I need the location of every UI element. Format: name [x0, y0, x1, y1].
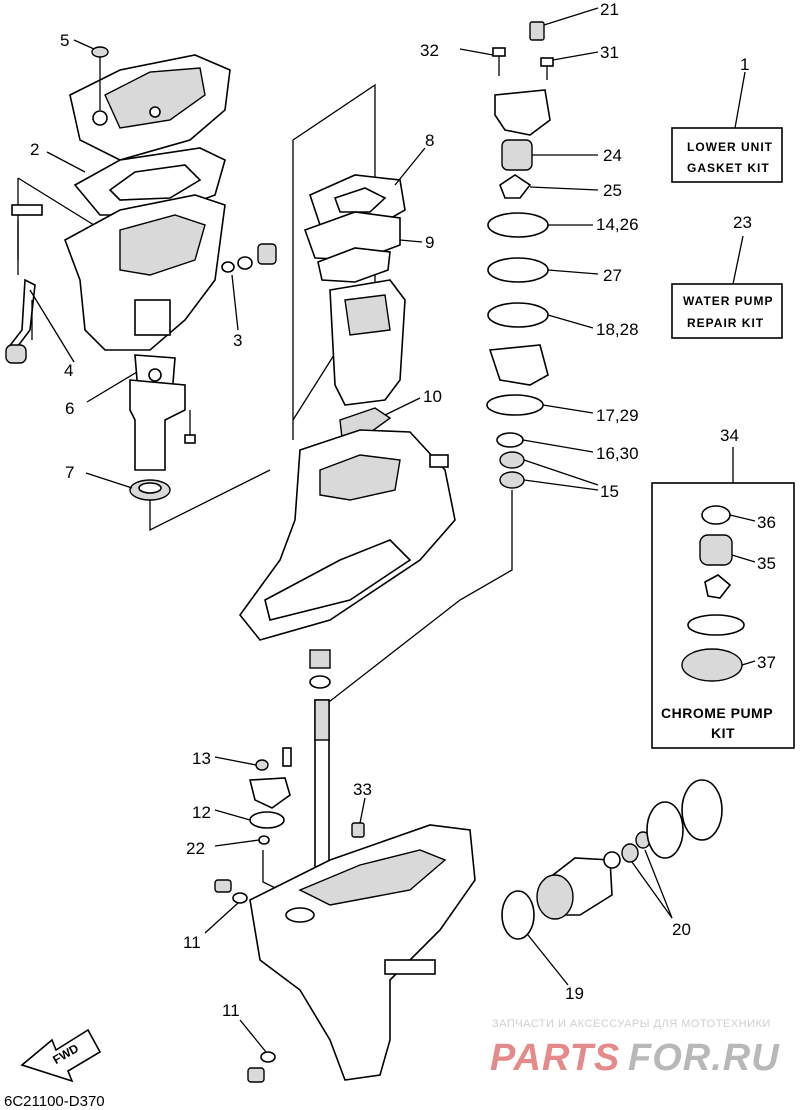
callout-20: 20	[672, 920, 691, 939]
callout-11-lower: 11	[222, 1001, 240, 1020]
lower-unit-kit-line1: LOWER UNIT	[687, 140, 773, 154]
chrome-pump-kit-line2: KIT	[711, 725, 735, 741]
callout-21: 21	[600, 0, 619, 19]
driveshaft-spline	[309, 649, 331, 689]
part-4-linkage	[5, 204, 43, 364]
part-9-gasket	[303, 211, 401, 283]
part-19-oring	[501, 890, 569, 986]
pump-housing	[494, 89, 551, 136]
callout-11-upper: 11	[183, 933, 201, 952]
midsection-housing	[238, 429, 456, 641]
part-5-nut	[91, 46, 109, 110]
callout-numbers: 1 2 3 4 5 6 7 8 9 10 11 11 12 13 14,26 1…	[30, 0, 776, 1020]
callout-27: 27	[603, 266, 622, 285]
lower-unit-gasket-kit-box	[671, 71, 783, 183]
callout-34: 34	[720, 426, 739, 445]
callout-22: 22	[186, 839, 205, 858]
callout-33: 33	[353, 780, 372, 799]
callout-9: 9	[425, 233, 434, 252]
callout-8: 8	[425, 131, 434, 150]
chrome-pump-kit-box	[651, 447, 795, 749]
callout-2: 2	[30, 140, 39, 159]
callout-6: 6	[65, 399, 74, 418]
part-27-plate	[487, 257, 549, 283]
watermark-brand-for: FOR.RU	[628, 1037, 780, 1079]
callout-10: 10	[423, 387, 442, 406]
callout-35: 35	[757, 554, 776, 573]
watermark: ЗАПЧАСТИ И АКСЕССУАРЫ ДЛЯ МОТОТЕХНИКИ PA…	[490, 1018, 780, 1079]
callout-24: 24	[603, 146, 622, 165]
part-22-oring	[214, 835, 270, 847]
pump-leaders	[459, 7, 599, 491]
exhaust-housing	[329, 279, 406, 406]
part-35-insert	[699, 534, 733, 566]
chrome-pump-kit-line1: CHROME PUMP	[661, 705, 773, 721]
part-31-bolt	[540, 57, 554, 67]
callout-4: 4	[64, 361, 73, 380]
part-17-gasket	[486, 394, 544, 416]
callout-17-29: 17,29	[596, 406, 639, 425]
part-7-seal	[129, 479, 171, 501]
callout-15: 15	[600, 482, 619, 501]
lower-gearcase	[249, 824, 476, 1081]
callout-25: 25	[603, 181, 622, 200]
callout-14-26: 14,26	[596, 215, 639, 234]
part-16-oring	[496, 432, 524, 448]
chrome-impeller	[704, 574, 732, 599]
part-15-seal-a	[499, 451, 525, 469]
fwd-arrow-icon	[20, 1028, 102, 1083]
propshaft-housing	[536, 779, 723, 920]
part-11-drain-plug-a	[204, 879, 248, 934]
water-pump-kit-line1: WATER PUMP	[683, 294, 773, 308]
lower-unit-kit-line2: GASKET KIT	[687, 161, 770, 175]
misc-leaders	[29, 39, 426, 489]
callout-1: 1	[740, 55, 749, 74]
callout-5: 5	[60, 31, 69, 50]
callout-12: 12	[192, 803, 211, 822]
water-pump-kit-line2: REPAIR KIT	[687, 316, 764, 330]
upper-mount-plate	[69, 54, 231, 161]
callout-23: 23	[733, 213, 752, 232]
part-3-bushing	[221, 243, 277, 273]
part-24-insert	[501, 139, 533, 171]
part-18-gasket	[487, 302, 549, 328]
callout-31: 31	[600, 43, 619, 62]
watermark-tagline: ЗАПЧАСТИ И АКСЕССУАРЫ ДЛЯ МОТОТЕХНИКИ	[492, 1018, 771, 1030]
part-33-pin	[351, 797, 366, 838]
chrome-gasket	[687, 614, 745, 636]
callout-37: 37	[757, 653, 776, 672]
exhaust-guide	[129, 379, 196, 471]
part-25-impeller	[499, 174, 532, 199]
water-pump-repair-kit-box	[671, 235, 783, 339]
pump-base	[488, 344, 549, 386]
callout-3: 3	[233, 331, 242, 350]
callout-32: 32	[420, 41, 439, 60]
callout-16-30: 16,30	[596, 444, 639, 463]
part-13-retainer	[214, 747, 292, 809]
part-36-liner	[701, 505, 731, 525]
part-15-seal-b	[499, 471, 525, 489]
callout-18-28: 18,28	[596, 320, 639, 339]
part-14-gasket	[487, 212, 549, 238]
callout-36: 36	[757, 513, 776, 532]
part-21-bolt	[529, 21, 545, 41]
callout-19: 19	[565, 984, 584, 1003]
part-37-plate	[681, 648, 743, 682]
callout-13: 13	[192, 749, 211, 768]
part-11-drain-plug-b	[239, 1019, 276, 1083]
diagram-code: 6C21100-D370	[4, 1093, 105, 1110]
upper-casing	[64, 194, 226, 351]
kit-labels: LOWER UNIT GASKET KIT WATER PUMP REPAIR …	[661, 140, 773, 741]
watermark-brand-parts: PARTS	[490, 1037, 620, 1079]
callout-7: 7	[65, 463, 74, 482]
water-pump-stack	[486, 21, 554, 489]
part-12-oring	[214, 809, 285, 829]
part-32-bolt	[492, 47, 506, 57]
